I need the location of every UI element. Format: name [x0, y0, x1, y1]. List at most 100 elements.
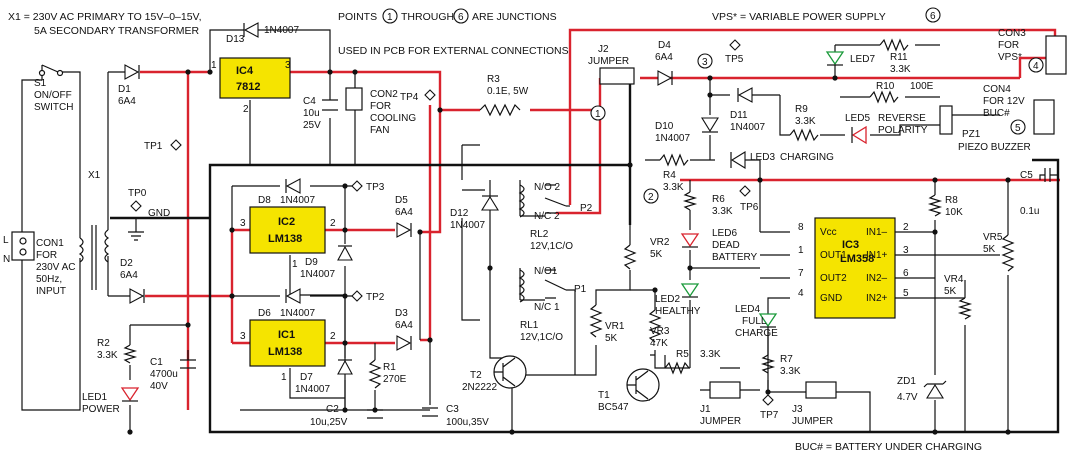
pot-vr3: [648, 309, 662, 343]
junction-6: [925, 7, 941, 23]
led5-label: LED5: [845, 113, 870, 124]
note-junctions: ARE JUNCTIONS: [472, 11, 557, 23]
junction-1-label: 1: [595, 109, 601, 120]
d2-label: D2: [120, 258, 133, 269]
ic1-pin: 2: [330, 331, 336, 342]
ic3-pin-left: Vcc: [820, 227, 837, 238]
ic3-pin-num: 7: [798, 268, 804, 279]
r7-label: R7: [780, 354, 793, 365]
junction-5: [1010, 119, 1026, 135]
j1-label-a: JUMPER: [700, 416, 741, 427]
c4-label: C4: [303, 96, 316, 107]
con2-label-a: FOR: [370, 101, 391, 112]
con1-label-a: FOR: [36, 250, 57, 261]
tp7-marker: [762, 394, 774, 406]
ic2-lm138: [249, 206, 326, 254]
led1-label: LED1: [82, 392, 107, 403]
led6-label-a: DEAD: [712, 240, 740, 251]
ic4-pin: 1: [211, 60, 217, 71]
tp0-marker: [130, 200, 142, 212]
ic4-7812: [219, 57, 291, 99]
zd1-value: 4.7V: [897, 392, 918, 403]
j3-label: J3: [792, 404, 803, 415]
tp0-label: TP0: [128, 188, 147, 199]
vr4-value: 5K: [944, 286, 957, 297]
diode-d11-symbol: [737, 87, 753, 103]
con2-terminal: [345, 87, 363, 111]
con2-label-c: FAN: [370, 125, 389, 136]
note-buc: BUC# = BATTERY UNDER CHARGING: [795, 441, 982, 453]
d13-label: D13: [226, 34, 245, 45]
tp2-marker: [351, 290, 363, 302]
transformer-x1-symbol: [78, 225, 110, 290]
j2-label-a: JUMPER: [588, 56, 629, 67]
diode-d1-symbol: [124, 64, 140, 80]
resistor-r1: [368, 359, 382, 389]
rl1-label: RL1: [520, 320, 539, 331]
resistor-r4: [659, 153, 689, 167]
vr3-label: VR3: [650, 326, 670, 337]
pot-vr5: [1001, 234, 1015, 272]
vr2-label: VR2: [650, 237, 670, 248]
junction-marker-1: [382, 8, 398, 24]
vr5-label: VR5: [983, 232, 1003, 243]
note-vps: VPS* = VARIABLE POWER SUPPLY: [712, 11, 886, 23]
r2-value: 3.3K: [97, 350, 118, 361]
rl2-value: 12V,1C/O: [530, 241, 573, 252]
d10-value: 1N4007: [655, 133, 690, 144]
ic3-pin-right: IN1+: [866, 250, 888, 261]
ic3-pin-num: 5: [903, 288, 909, 299]
tp5-label: TP5: [725, 54, 744, 65]
d12-label: D12: [450, 208, 469, 219]
r9-value: 3.3K: [795, 116, 816, 127]
ic3-part: LM358: [840, 253, 874, 265]
resistor-r6: [682, 191, 698, 211]
t1-value: BC547: [598, 402, 629, 413]
t1-label: T1: [598, 390, 610, 401]
p2-label: P2: [580, 203, 593, 214]
s1-label-b: SWITCH: [34, 102, 73, 113]
r6-label: R6: [712, 194, 725, 205]
led6-label-b: BATTERY: [712, 252, 758, 263]
diode-d10-symbol: [701, 117, 719, 133]
pz1-label: PZ1: [962, 129, 981, 140]
s1-label: S1: [34, 78, 47, 89]
relay-rl1-coil: [518, 269, 525, 303]
diode-d6-symbol: [285, 288, 301, 304]
r4-value: 3.3K: [663, 182, 684, 193]
con3-terminal: [1045, 35, 1067, 75]
relay-rl2-coil: [518, 184, 525, 218]
con1-label: CON1: [36, 238, 64, 249]
ic3-pin-num: 4: [798, 288, 804, 299]
con4-label-b: BUC#: [983, 108, 1010, 119]
rl1-no-label: N/O1: [534, 266, 558, 277]
ic2-ref: IC2: [278, 216, 295, 228]
diode-d3-symbol: [396, 335, 412, 351]
d2-value: 6A4: [120, 270, 138, 281]
ic3-pin-num: 8: [798, 222, 804, 233]
con4-terminal: [1033, 99, 1055, 135]
d9-label: D9: [305, 257, 318, 268]
pot-vr1: [589, 304, 603, 338]
zener-zd1-symbol: [923, 380, 947, 399]
con2-label: CON2: [370, 89, 398, 100]
note-transformer-2: 5A SECONDARY TRANSFORMER: [34, 25, 200, 37]
ic2-pin: 1: [292, 259, 298, 270]
diode-d9-symbol: [337, 245, 353, 261]
ic3-pin-num: 6: [903, 268, 909, 279]
ic3-pin-num: 2: [903, 222, 909, 233]
ic1-pin: 3: [240, 331, 246, 342]
piezo-pz1: [939, 105, 953, 135]
r1-label: R1: [383, 362, 396, 373]
d1-value: 6A4: [118, 96, 136, 107]
resistor-r10: [869, 90, 899, 104]
gnd-label: GND: [148, 208, 170, 219]
ic3-pin-left: OUT1: [820, 250, 847, 261]
d6-value: 1N4007: [280, 308, 315, 319]
rl1-value: 12V,1C/O: [520, 332, 563, 343]
label-L: L: [3, 235, 9, 246]
junction-label: 6: [458, 12, 464, 23]
con2-label-b: COOLING: [370, 113, 416, 124]
resistor-r2: [122, 344, 138, 364]
con4-label: CON4: [983, 84, 1011, 95]
